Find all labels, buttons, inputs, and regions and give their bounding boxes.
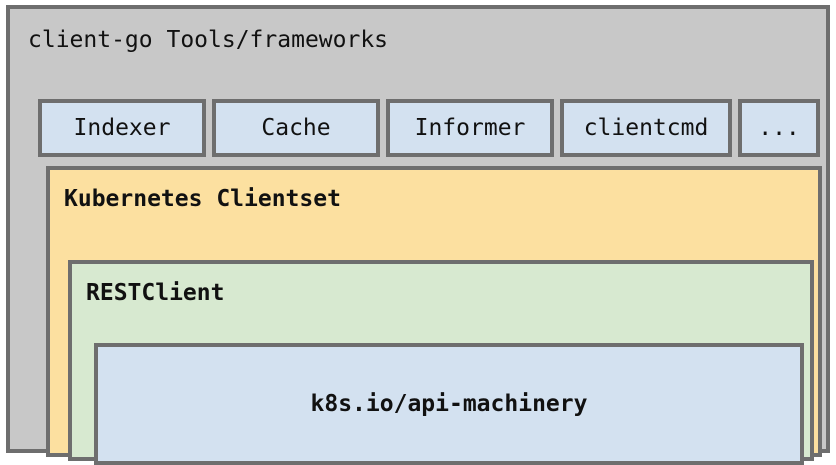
- tool-chip-label: clientcmd: [583, 115, 709, 141]
- tools-chip-row: Indexer Cache Informer clientcmd ...: [38, 99, 822, 157]
- tool-chip-label: ...: [758, 115, 800, 141]
- api-machinery-label: k8s.io/api-machinery: [310, 391, 588, 417]
- tool-chip-label: Informer: [414, 115, 526, 141]
- kubernetes-clientset-label: Kubernetes Clientset: [64, 186, 341, 212]
- kubernetes-clientset-box: Kubernetes Clientset RESTClient k8s.io/a…: [46, 166, 822, 465]
- api-machinery-box: k8s.io/api-machinery: [94, 343, 804, 465]
- tool-chip-more[interactable]: ...: [738, 99, 820, 157]
- restclient-box: RESTClient k8s.io/api-machinery: [68, 260, 814, 465]
- tool-chip-indexer[interactable]: Indexer: [38, 99, 206, 157]
- tool-chip-clientcmd[interactable]: clientcmd: [560, 99, 732, 157]
- tool-chip-label: Cache: [261, 115, 331, 141]
- tool-chip-label: Indexer: [73, 115, 171, 141]
- tool-chip-informer[interactable]: Informer: [386, 99, 554, 157]
- diagram-canvas: client-go Tools/frameworks Indexer Cache…: [6, 5, 830, 465]
- restclient-label: RESTClient: [86, 280, 225, 306]
- tool-chip-cache[interactable]: Cache: [212, 99, 380, 157]
- client-go-tools-frameworks-box: client-go Tools/frameworks Indexer Cache…: [6, 5, 830, 465]
- outer-box-title: client-go Tools/frameworks: [28, 27, 389, 53]
